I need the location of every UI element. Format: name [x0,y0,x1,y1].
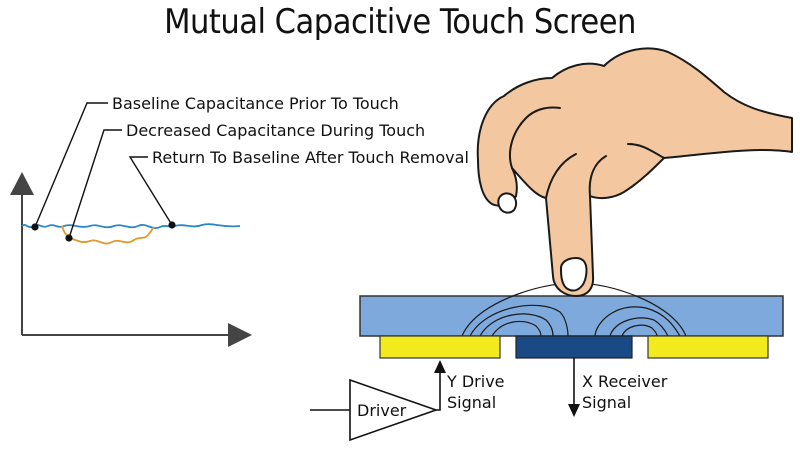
marker-decrease [65,234,73,242]
annotation-baseline-label: Baseline Capacitance Prior To Touch [112,94,399,113]
y-drive-arrow [434,360,446,373]
driver-label: Driver [357,401,407,420]
x-receiver-label-line1: X Receiver [582,372,668,391]
y-drive-electrode-left [379,335,501,359]
y-drive-label-line2: Signal [447,393,497,412]
hand-illustration [476,47,793,297]
diagram-title: Mutual Capacitive Touch Screen [164,2,636,42]
marker-return [168,221,176,229]
x-receiver-label-line2: Signal [582,393,632,412]
annotation-return-label: Return To Baseline After Touch Removal [152,148,469,167]
x-receiver-electrode [515,335,633,359]
driver-amplifier [349,378,439,442]
touch-dip-signal-line [61,225,155,245]
marker-baseline [31,223,39,231]
graph-axes [10,172,252,347]
glass-panel [359,295,784,337]
annotation-decrease-label: Decreased Capacitance During Touch [126,121,426,140]
y-drive-electrode-right [647,335,769,359]
y-axis-arrow [10,172,34,195]
leader-line-baseline [34,102,108,228]
x-axis-arrow [228,323,252,347]
y-drive-wire [436,371,441,411]
y-drive-label-line1: Y Drive [447,372,505,391]
leader-line-return [128,156,173,226]
x-receiver-arrow [568,404,580,417]
leader-line-decrease [68,129,122,239]
baseline-signal-line [21,223,241,229]
electric-field-lines [461,282,687,337]
